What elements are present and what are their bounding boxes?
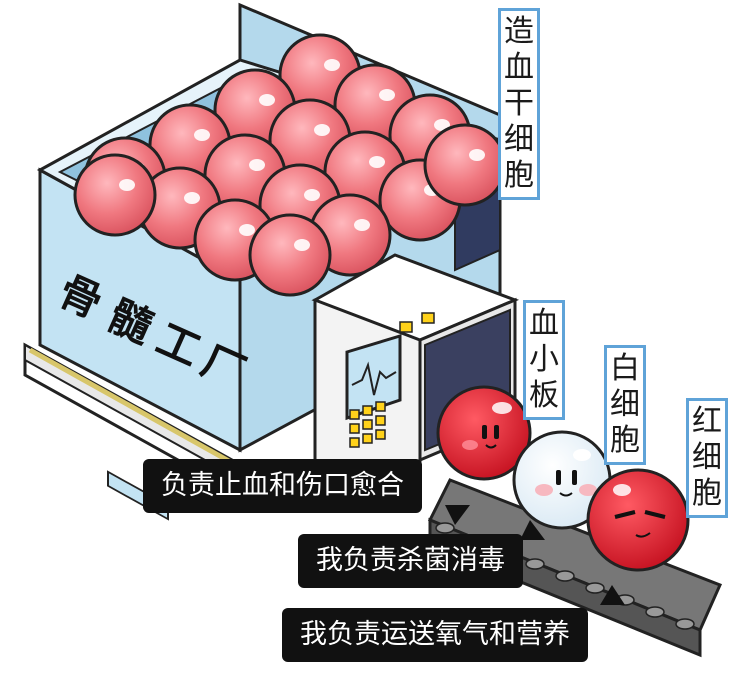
conveyor-roller xyxy=(525,558,545,570)
keypad xyxy=(349,401,386,448)
conveyor-roller xyxy=(675,618,695,630)
stem-cell-group xyxy=(73,33,507,297)
stem-cell xyxy=(73,153,157,237)
keypad-key xyxy=(362,405,373,416)
stem-cell xyxy=(423,123,507,207)
white-blood-cell xyxy=(512,430,612,530)
bubble-tail xyxy=(600,585,625,605)
red-cell-role-bubble: 我负责运送氧气和营养 xyxy=(282,608,588,662)
stem-cell-label: 造 血 干 细 胞 xyxy=(498,8,540,200)
conveyor-roller xyxy=(645,606,665,618)
platelet-role-bubble: 负责止血和伤口愈合 xyxy=(143,459,422,513)
keypad-key xyxy=(362,419,373,430)
platelet-label: 血 小 板 xyxy=(523,300,565,420)
conveyor-roller xyxy=(555,570,575,582)
keypad-key xyxy=(375,401,386,412)
red-blood-cell xyxy=(586,468,690,572)
red-cell-label: 红 细 胞 xyxy=(686,398,728,518)
keypad-key xyxy=(362,433,373,444)
conveyor-roller xyxy=(585,582,605,594)
conveyor-roller xyxy=(435,522,455,534)
white-cell-label: 白 细 胞 xyxy=(604,345,646,465)
stem-cell xyxy=(248,213,332,297)
keypad-key xyxy=(375,429,386,440)
platelet-cell xyxy=(436,385,532,481)
bubble-tail xyxy=(520,520,545,540)
keypad-key xyxy=(349,437,360,448)
keypad-key xyxy=(375,415,386,426)
keypad-key xyxy=(349,409,360,420)
white-cell-role-bubble: 我负责杀菌消毒 xyxy=(298,534,523,588)
bubble-tail xyxy=(445,505,470,525)
keypad-key xyxy=(349,423,360,434)
